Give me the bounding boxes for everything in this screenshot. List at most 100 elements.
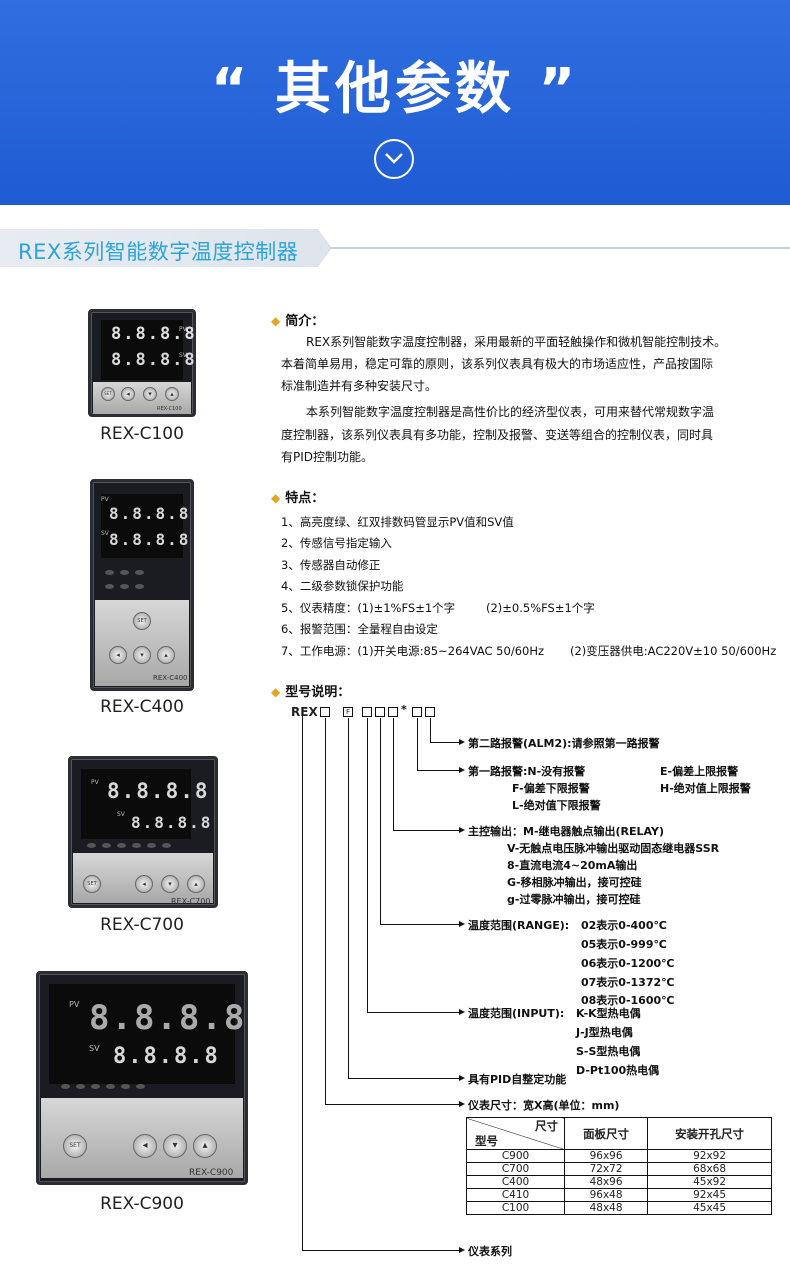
pv-tag: PV xyxy=(69,1000,80,1009)
shift-button[interactable]: ◂ xyxy=(133,1134,157,1158)
device-display xyxy=(101,320,183,380)
code-box xyxy=(412,707,422,717)
pv-tag: PV xyxy=(101,496,109,503)
arrow-icon xyxy=(459,1009,465,1015)
range-08: 08表示0-1600℃ xyxy=(581,994,675,1007)
device-caption: REX-C700 xyxy=(100,915,184,935)
table-corner: 尺寸 型号 xyxy=(466,1117,565,1150)
arrow-icon xyxy=(459,827,465,833)
indicator-leds xyxy=(87,843,171,848)
features-heading: ◆特点： xyxy=(271,491,325,506)
cell: 96x96 xyxy=(563,1149,649,1163)
arrow-icon xyxy=(459,921,465,927)
feature-item-b: (2)变压器供电:AC220V±10 50/600Hz xyxy=(570,644,777,658)
set-button[interactable]: SET xyxy=(101,387,115,401)
pv-display: 8.8.8.8 xyxy=(111,324,197,344)
up-button[interactable]: ▴ xyxy=(157,646,175,664)
series-text: 仪表系列 xyxy=(468,1245,512,1258)
cell: 92x92 xyxy=(647,1149,772,1163)
cell: 48x48 xyxy=(563,1201,649,1215)
set-button[interactable]: SET xyxy=(63,1134,87,1158)
device-model-label: REX-C100 xyxy=(157,406,182,412)
indicator-leds xyxy=(61,1084,145,1089)
diamond-icon: ◆ xyxy=(271,314,281,328)
intro-line: 本着简单易用，稳定可靠的原则，该系列仪表具有极大的市场适应性，产品按国际 xyxy=(281,357,714,371)
lead-line xyxy=(348,1078,460,1079)
pv-display: 8.8.8.8 xyxy=(89,998,247,1038)
pv-display: 8.8.8.8 xyxy=(109,504,191,523)
lead-line xyxy=(325,1104,460,1105)
intro-heading: ◆简介： xyxy=(271,314,325,329)
cell: C400 xyxy=(466,1175,565,1189)
indicator-leds xyxy=(105,570,144,575)
table-header: 尺寸 型号 面板尺寸 安装开孔尺寸 xyxy=(466,1117,772,1150)
arrow-icon xyxy=(459,739,465,745)
feature-item: 6、报警范围：全量程自由设定 xyxy=(281,622,438,636)
up-button[interactable]: ▴ xyxy=(187,875,205,893)
code-star: * xyxy=(401,703,407,716)
feature-item: 2、传感信号指定输入 xyxy=(281,536,392,550)
set-button[interactable]: SET xyxy=(133,612,151,630)
sv-display: 8.8.8.8 xyxy=(113,1044,220,1069)
down-button[interactable]: ▾ xyxy=(133,646,151,664)
lead-line xyxy=(348,718,349,1078)
feature-item: 3、传感器自动修正 xyxy=(281,558,381,572)
chevron-down-icon xyxy=(374,139,414,179)
cell: 92x45 xyxy=(647,1188,772,1202)
section-title: REX系列智能数字温度控制器 xyxy=(18,240,299,264)
sv-tag: SV xyxy=(101,530,109,537)
alm1-text: 第一路报警:N-没有报警 xyxy=(468,765,586,778)
shift-button[interactable]: ◂ xyxy=(109,646,127,664)
pv-display: 8.8.8.8 xyxy=(107,779,210,803)
range-02: 02表示0-400℃ xyxy=(581,919,667,932)
diamond-icon: ◆ xyxy=(271,685,281,699)
feature-item: 4、二级参数锁保护功能 xyxy=(281,579,404,593)
cell: 72x72 xyxy=(563,1162,649,1176)
device-c700: PV 8.8.8.8 SV 8.8.8.8 SET ◂ ▾ ▴ REX-C700 xyxy=(68,756,218,908)
output-text: 主控输出：M-继电器触点输出(RELAY) xyxy=(468,825,664,838)
intro-line: 度控制器，该系列仪表具有多功能，控制及报警、变送等组合的控制仪表，同时具 xyxy=(281,428,714,442)
feature-item: 1、高亮度绿、红双排数码管显示PV值和SV值 xyxy=(281,515,514,529)
arrow-icon xyxy=(459,1101,465,1107)
range-07: 07表示0-1372℃ xyxy=(581,976,675,989)
device-caption: REX-C900 xyxy=(100,1194,184,1214)
lead-line xyxy=(393,830,460,831)
input-d: D-Pt100热电偶 xyxy=(576,1064,660,1077)
model-heading: ◆型号说明： xyxy=(271,685,351,700)
down-button[interactable]: ▾ xyxy=(163,1134,187,1158)
set-button[interactable]: SET xyxy=(83,875,101,893)
alm1-f: F-偏差下限报警 xyxy=(512,782,590,795)
cell: C100 xyxy=(466,1201,565,1215)
cell: C700 xyxy=(466,1162,565,1176)
up-button[interactable]: ▴ xyxy=(165,387,179,401)
up-button[interactable]: ▴ xyxy=(193,1134,217,1158)
intro-line: REX系列智能数字温度控制器，采用最新的平面轻触操作和微机智能控制技术。 xyxy=(306,335,727,349)
lead-line xyxy=(417,770,460,771)
sv-display: 8.8.8.8 xyxy=(109,530,191,549)
alm1-l: L-绝对值下限报警 xyxy=(512,799,601,812)
output-g2: g-过零脉冲输出，接可控硅 xyxy=(507,893,641,906)
lead-line xyxy=(430,718,431,742)
input-k: K-K型热电偶 xyxy=(576,1007,641,1020)
diamond-icon: ◆ xyxy=(271,491,281,505)
arrow-icon xyxy=(459,1247,465,1253)
feature-item: 7、工作电源：(1)开关电源:85~264VAC 50/60Hz xyxy=(281,644,545,658)
down-button[interactable]: ▾ xyxy=(143,387,157,401)
lead-line xyxy=(302,1250,460,1251)
input-text: 温度范围(INPUT): xyxy=(468,1007,565,1020)
intro-line: 标准制造并有多种安装尺寸。 xyxy=(281,379,438,393)
col-header: 安装开孔尺寸 xyxy=(647,1117,772,1150)
lead-line xyxy=(430,742,460,743)
down-button[interactable]: ▾ xyxy=(161,875,179,893)
shift-button[interactable]: ◂ xyxy=(121,387,135,401)
shift-button[interactable]: ◂ xyxy=(135,875,153,893)
cell: 68x68 xyxy=(647,1162,772,1176)
input-s: S-S型热电偶 xyxy=(576,1045,641,1058)
device-display xyxy=(81,769,191,839)
banner: “ 其他参数 ” xyxy=(0,0,790,205)
range-text: 温度范围(RANGE): xyxy=(468,919,570,932)
sv-display: 8.8.8.8 xyxy=(131,813,213,832)
